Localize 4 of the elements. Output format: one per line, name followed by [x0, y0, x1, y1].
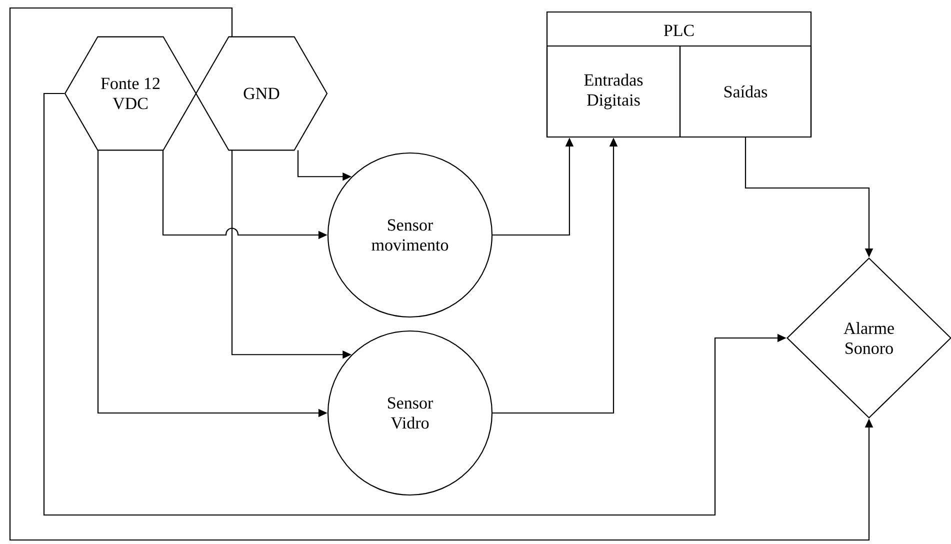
output-box: Saídas [679, 45, 812, 138]
hexagon: Fonte 12 VDC [64, 36, 197, 151]
hexagon: GND [195, 36, 328, 151]
input-box: Entradas Digitais [546, 45, 681, 138]
